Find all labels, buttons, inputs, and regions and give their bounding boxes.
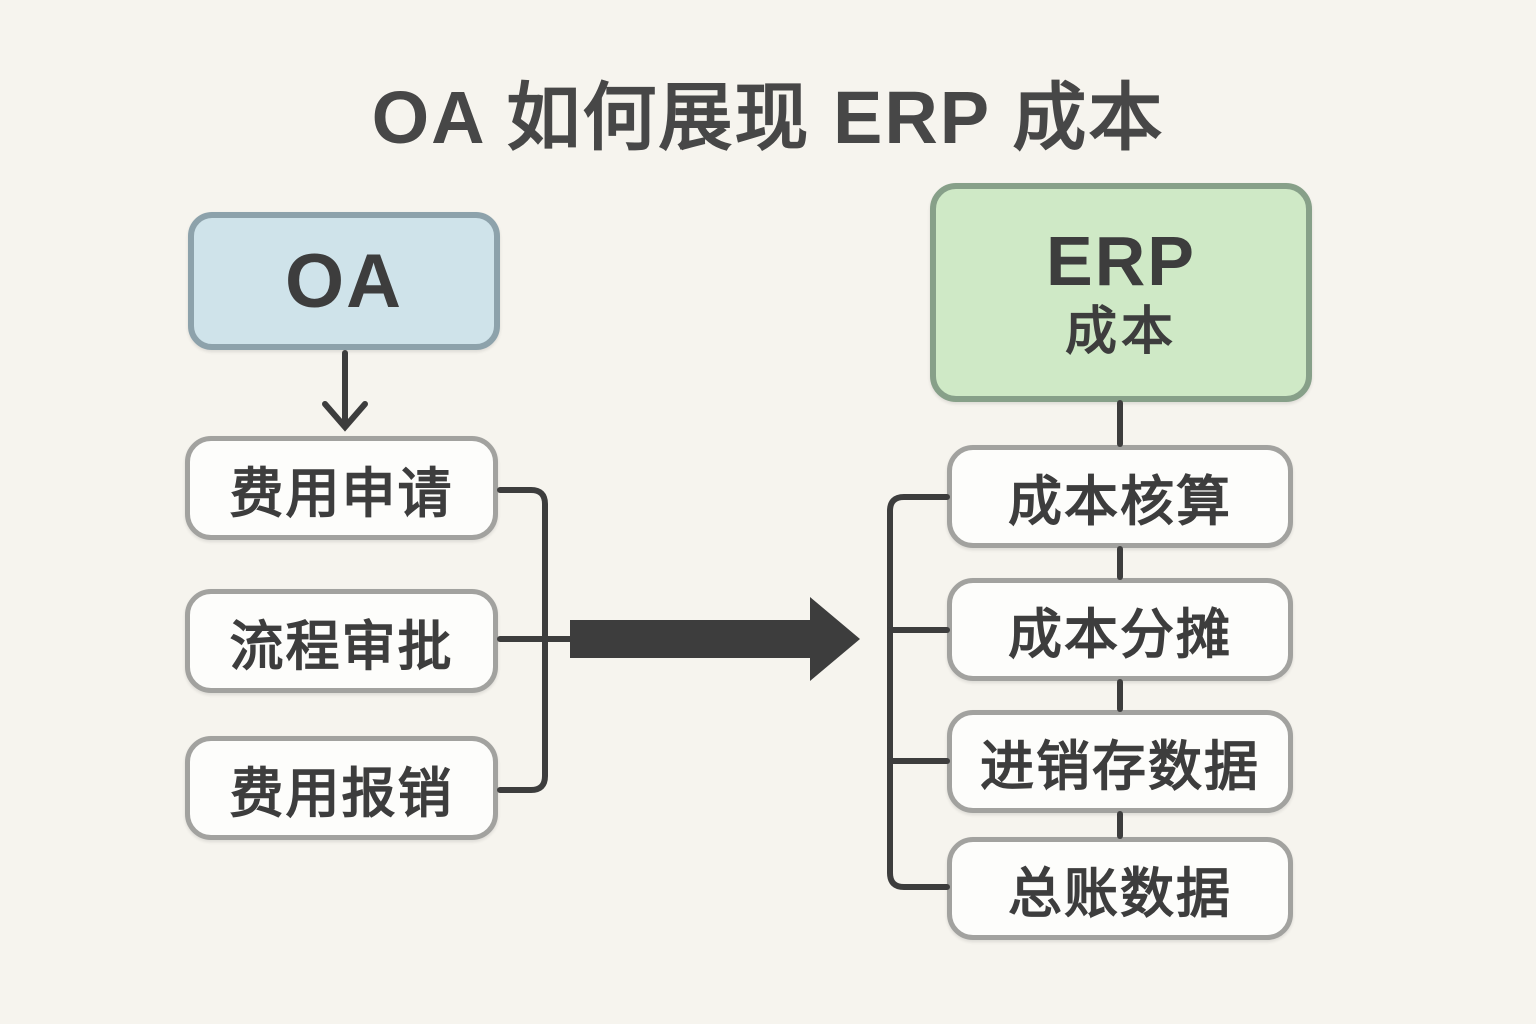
node-general-ledger-data: 总账数据 [947,837,1293,940]
node-label: 成本分摊 [1008,605,1232,665]
erp-root-label-line1: ERP [1046,222,1196,301]
node-process-approval: 流程审批 [185,589,498,693]
node-expense-reimbursement: 费用报销 [185,736,498,840]
big-right-arrow-icon [570,597,860,681]
diagram-title: OA 如何展现 ERP 成本 [371,76,1165,159]
oa-root-node: OA [188,212,500,350]
node-inventory-data: 进销存数据 [947,710,1293,813]
node-label: 成本核算 [1008,472,1232,532]
node-label: 流程审批 [229,616,454,677]
node-label: 总账数据 [1008,864,1232,924]
left-bracket [497,487,548,793]
node-label: 费用报销 [229,763,454,824]
node-expense-application: 费用申请 [185,436,498,540]
erp-root-label-line2: 成本 [1064,302,1177,361]
oa-down-arrow-head-icon [322,401,368,432]
node-cost-allocation: 成本分摊 [947,578,1293,681]
node-cost-accounting: 成本核算 [947,445,1293,548]
node-label: 费用申请 [229,463,454,524]
node-label: 进销存数据 [980,737,1260,797]
right-bracket [887,494,950,890]
oa-root-label: OA [285,238,403,324]
erp-root-node: ERP 成本 [930,183,1312,402]
